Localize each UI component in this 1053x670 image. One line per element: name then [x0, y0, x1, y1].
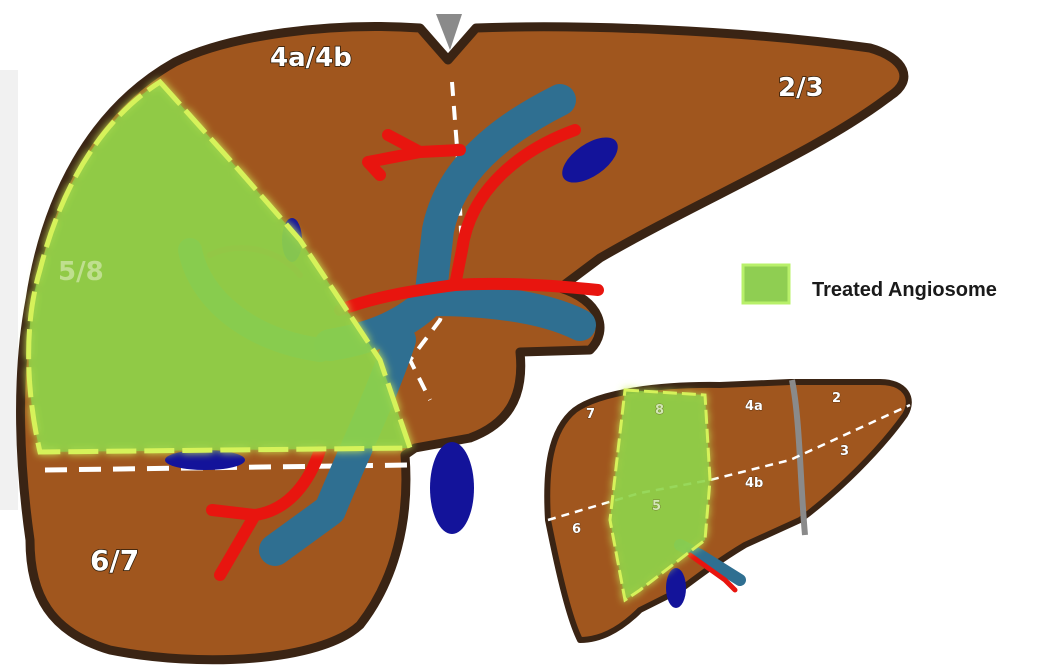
small-liver: 7 8 4a 2 3 4b 5 6 — [547, 380, 910, 640]
bile-duct-lower — [430, 442, 474, 534]
small-segment-label-6: 6 — [572, 522, 581, 537]
small-segment-label-4b: 4b — [745, 476, 763, 491]
small-segment-label-2: 2 — [832, 391, 841, 406]
segment-label-67: 6/7 — [90, 544, 139, 577]
small-segment-label-3: 3 — [840, 444, 849, 459]
bile-duct-segment5 — [165, 450, 245, 470]
small-segment-label-7: 7 — [586, 407, 595, 422]
legend: Treated Angiosome — [743, 265, 997, 303]
legend-label: Treated Angiosome — [812, 279, 997, 301]
small-bile-duct — [666, 568, 686, 608]
legend-swatch — [743, 265, 789, 303]
background-panel — [0, 70, 18, 510]
main-liver: 4a/4b 2/3 5/8 6/7 — [21, 14, 904, 660]
small-segment-label-4a: 4a — [745, 399, 763, 414]
segment-label-4a4b: 4a/4b — [270, 43, 352, 73]
small-segment-label-8: 8 — [655, 403, 664, 418]
small-liver-shape — [547, 382, 909, 640]
segment-label-23: 2/3 — [778, 73, 824, 103]
segment-label-58: 5/8 — [58, 257, 104, 287]
small-segment-label-5: 5 — [652, 499, 661, 514]
